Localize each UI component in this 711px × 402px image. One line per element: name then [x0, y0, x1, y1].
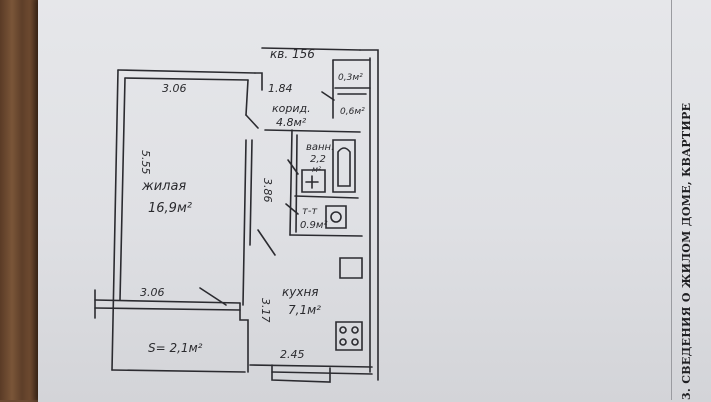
door-loggia — [199, 287, 227, 306]
wall-left-outer — [111, 69, 119, 371]
bath-left-wall-inner — [295, 134, 298, 233]
bath-left-wall — [289, 129, 293, 236]
burner-1 — [339, 326, 347, 334]
toilet-area: 0.9м² — [300, 220, 327, 231]
closet-bottom-area: 0,6м² — [340, 107, 365, 117]
section-title: 3. СВЕДЕНИЯ О ЖИЛОМ ДОМЕ, КВАРТИРЕ — [680, 102, 693, 400]
wall-top-living-inner — [124, 77, 249, 81]
wet-block-bottom — [289, 234, 363, 237]
door-bath — [287, 159, 299, 175]
kitchen-area: 7,1м² — [288, 303, 321, 317]
sink-outline — [301, 169, 326, 193]
kitchen-dim-left: 3.17 — [259, 298, 272, 323]
corridor-dim-top: 1.84 — [268, 82, 293, 95]
wall-left-inner — [119, 77, 126, 301]
kitchen-bottom-outer — [271, 371, 373, 375]
burner-4 — [351, 338, 359, 346]
kitchen-dim-bottom: 2.45 — [280, 348, 305, 361]
door-living — [245, 114, 259, 129]
loggia-wall-top — [94, 299, 241, 304]
corridor-area: 4.8м² — [276, 116, 307, 129]
apartment-number: кв. 156 — [270, 47, 315, 61]
corridor-bottom — [264, 129, 361, 133]
kitchen-bottom-wall — [249, 364, 373, 368]
door-closet — [321, 91, 335, 101]
door-kitchen — [257, 229, 276, 256]
wall-top-right-step — [254, 72, 263, 91]
loggia-right-wall — [239, 302, 249, 373]
partition-living-corridor-upper — [245, 79, 249, 116]
burner-3 — [339, 338, 347, 346]
loggia-wall-top-inner — [94, 307, 241, 311]
bathroom-name: ванн. — [306, 142, 334, 153]
door-toilet — [285, 203, 299, 215]
loggia-outer-bottom — [111, 369, 246, 373]
wall-top-right — [261, 47, 361, 51]
bath-toilet-divider — [294, 195, 359, 199]
toilet-name: т-т — [302, 206, 318, 217]
sink-cross — [305, 175, 319, 189]
burner-2 — [351, 326, 359, 334]
wall-top-living — [117, 69, 256, 74]
wall-right-outer — [359, 49, 379, 381]
margin-rule — [671, 0, 672, 400]
living-room-area: 16,9м² — [148, 201, 192, 216]
bathtub-inner — [337, 147, 351, 187]
kitchen-name: кухня — [282, 285, 319, 299]
closet-top-area: 0,3м² — [338, 73, 363, 83]
corridor-name: корид. — [272, 102, 311, 115]
toilet-bowl — [330, 211, 342, 223]
partition-dim: 3.86 — [261, 178, 274, 203]
kitchen-window — [271, 364, 331, 383]
floor-plan-walls — [94, 47, 379, 383]
kitchen-sink — [339, 257, 363, 279]
living-dim-top: 3.06 — [162, 82, 187, 95]
living-dim-bottom: 3.06 — [140, 286, 165, 299]
partition-living-kitchen — [242, 139, 247, 306]
bathroom-unit: м² — [312, 165, 322, 174]
loggia-area: S= 2,1м² — [148, 341, 203, 355]
living-dim-left: 5.55 — [139, 150, 152, 175]
partition-inner — [249, 139, 253, 246]
living-room-name: жилая — [141, 179, 186, 194]
bathtub-outline — [332, 139, 356, 193]
toilet-box — [325, 205, 347, 229]
document-sheet — [38, 0, 711, 402]
kitchen-stove — [335, 321, 363, 351]
bathroom-area: 2,2 — [310, 154, 326, 165]
